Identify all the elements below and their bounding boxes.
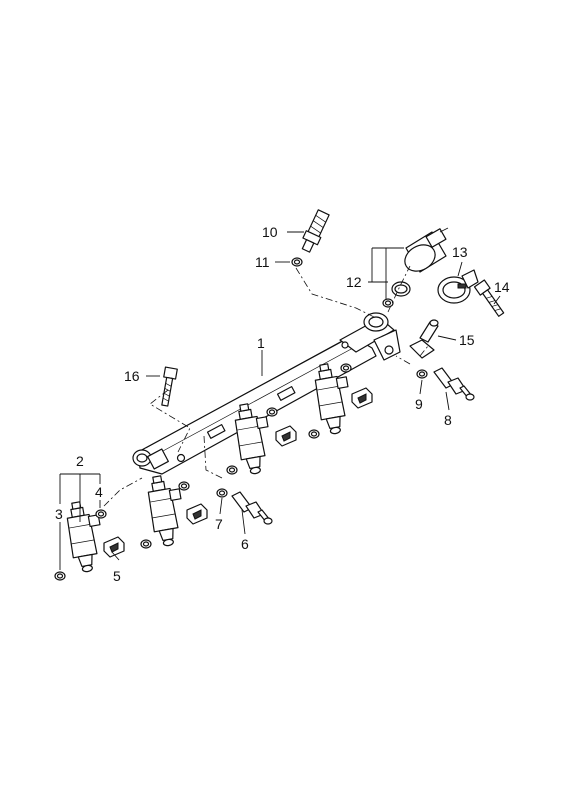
callout-7: 7 [215, 516, 223, 532]
o-ring-icon [140, 539, 152, 549]
assembly-lines [103, 265, 429, 507]
o-ring-icon [226, 465, 238, 475]
retaining-clip-icon [275, 425, 297, 447]
o-ring-icon [178, 481, 190, 491]
o-ring-icon [95, 509, 107, 519]
hose-fitting-icon [409, 319, 439, 359]
callout-2: 2 [76, 453, 84, 469]
bolt-icon [301, 209, 330, 253]
o-ring-icon [308, 429, 320, 439]
leader-lines [59, 231, 501, 570]
hose-fitting-icon [433, 367, 475, 401]
callout-16: 16 [124, 368, 140, 384]
callout-6: 6 [241, 536, 249, 552]
callout-11: 11 [255, 254, 270, 270]
callout-1: 1 [257, 335, 265, 351]
callout-8: 8 [444, 412, 452, 428]
fuel-rail-icon [132, 312, 401, 475]
callout-labels: 1 2 3 4 5 6 7 8 9 10 11 12 13 14 15 16 [55, 224, 510, 584]
o-ring-icon [340, 363, 352, 373]
o-ring-icon [291, 257, 303, 267]
callout-13: 13 [452, 244, 468, 260]
callout-14: 14 [494, 279, 510, 295]
callout-3: 3 [55, 506, 63, 522]
retaining-clip-icon [186, 503, 208, 525]
retaining-clip-icon [351, 387, 373, 409]
bolt-icon [158, 366, 178, 408]
callout-4: 4 [95, 484, 103, 500]
callout-15: 15 [459, 332, 475, 348]
pressure-regulator-icon [382, 227, 449, 308]
o-ring-icon [216, 488, 228, 498]
callout-10: 10 [262, 224, 278, 240]
o-ring-icon [416, 369, 428, 379]
o-ring-icon [54, 571, 66, 581]
callout-12: 12 [346, 274, 362, 290]
callout-9: 9 [415, 396, 423, 412]
o-ring-icon [266, 407, 278, 417]
clamp-icon [437, 269, 479, 304]
hose-fitting-icon [231, 491, 273, 525]
callout-5: 5 [113, 568, 121, 584]
